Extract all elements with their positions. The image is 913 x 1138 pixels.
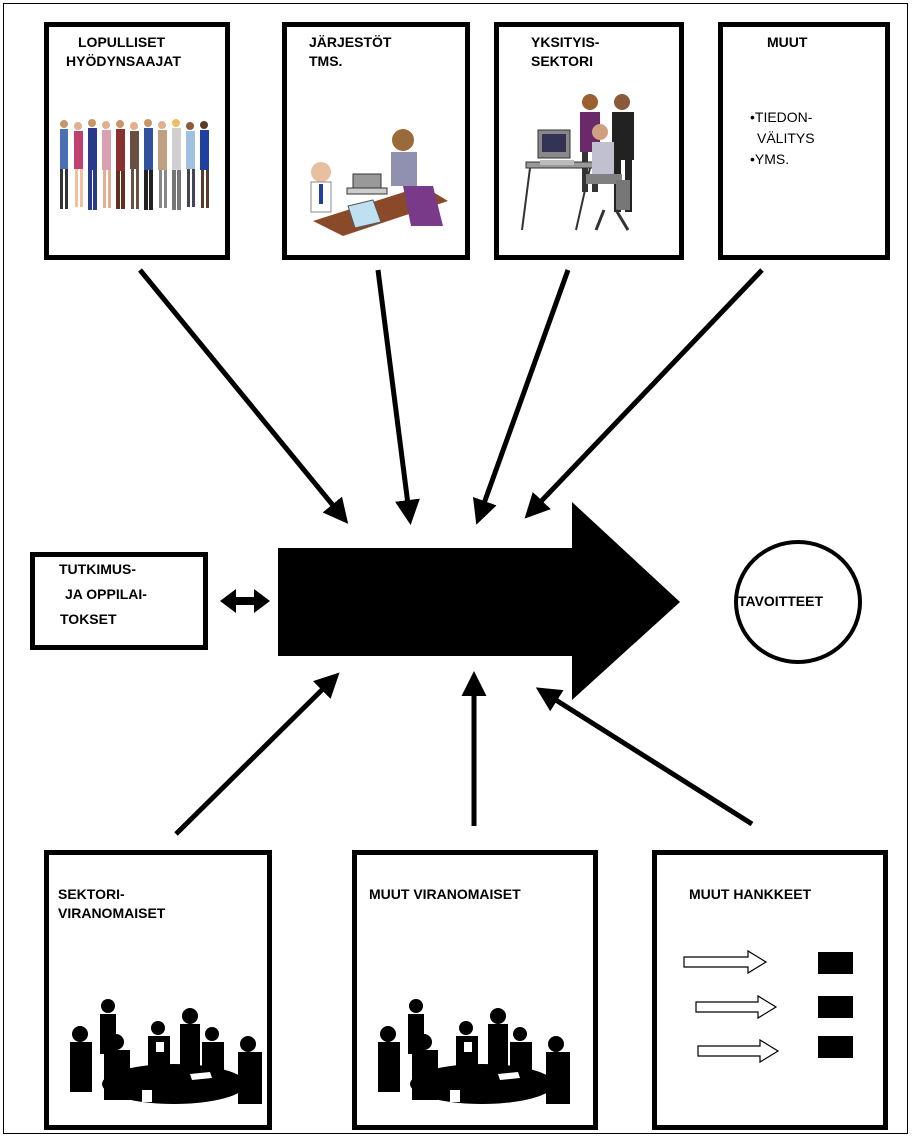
meeting-silhouette-clipart-2 (378, 999, 570, 1104)
lopulliset-line2: HYÖDYNSAAJAT (66, 53, 181, 69)
black-block-2 (818, 996, 853, 1018)
meeting-silhouette-clipart-1 (70, 999, 262, 1104)
arrow-from-jarjestot (375, 269, 420, 525)
box-tutkimus (30, 552, 208, 650)
sektoriviranomaiset-line2: VIRANOMAISET (58, 905, 166, 921)
box-muut (718, 22, 890, 260)
office-workers-clipart (310, 129, 448, 236)
goal-ellipse (734, 540, 862, 664)
yksityissektori-line1: YKSITYIS- (531, 34, 600, 50)
arrow-from-yksityissektori (473, 269, 571, 525)
lopulliset-line1: LOPULLISET (78, 34, 166, 50)
black-block-3 (818, 1036, 853, 1058)
tutkimus-line2: JA OPPILAI- (65, 586, 147, 602)
muut-viranomaiset-label: MUUT VIRANOMAISET (369, 886, 521, 902)
box-muut-hankkeet (652, 850, 888, 1130)
group-of-people-clipart (60, 119, 209, 210)
jarjestot-line1: JÄRJESTÖT (309, 34, 392, 50)
hollow-arrows-and-black-blocks (683, 949, 853, 1064)
diagram-frame (3, 3, 908, 1134)
arrow-from-muut-hankkeet (535, 687, 754, 827)
black-block-1 (818, 952, 853, 974)
yksityissektori-line2: SEKTORI (531, 53, 593, 69)
muut-bullet-1: •TIEDON- (750, 109, 813, 125)
tutkimus-line3: TOKSET (60, 611, 117, 627)
goal-label: TAVOITTEET (738, 593, 824, 609)
arrow-from-muut (524, 268, 764, 519)
computer-workers-clipart (521, 94, 634, 231)
jarjestot-line2: TMS. (309, 53, 343, 69)
hollow-arrow-3 (697, 1038, 780, 1064)
muut-hankkeet-label: MUUT HANKKEET (689, 886, 812, 902)
hollow-arrow-2 (695, 994, 778, 1020)
arrow-from-lopulliset (138, 268, 349, 524)
muut-bullet-2: •YMS. (750, 151, 790, 167)
sektoriviranomaiset-line1: SEKTORI- (58, 886, 125, 902)
hollow-arrow-1 (683, 949, 768, 975)
double-arrow (220, 589, 270, 613)
central-process-arrow (278, 502, 680, 700)
tutkimus-line1: TUTKIMUS- (59, 561, 136, 577)
muut-title: MUUT (767, 34, 808, 50)
arrow-from-sektoriviranomaiset (174, 672, 340, 836)
muut-bullet-1-cont: VÄLITYS (757, 130, 815, 146)
